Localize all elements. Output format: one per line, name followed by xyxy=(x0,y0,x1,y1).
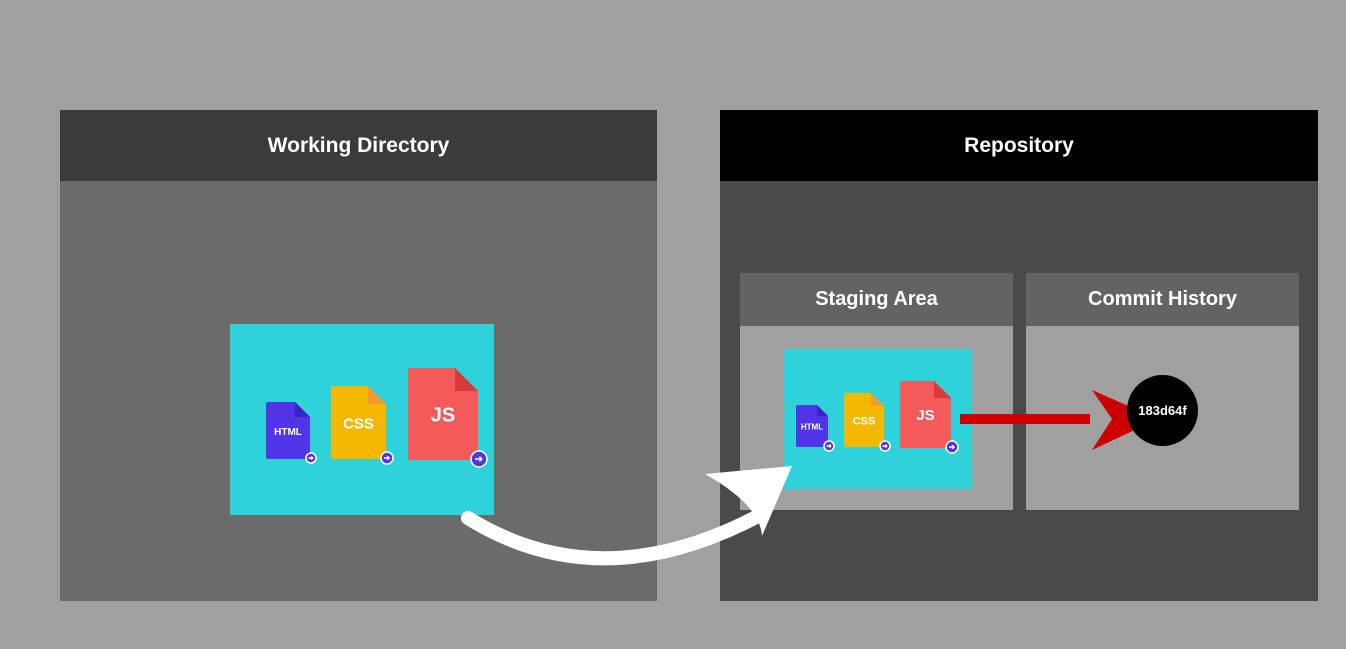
working-files-group: HTML CSS JS xyxy=(230,324,494,515)
file-css-label: CSS xyxy=(853,415,876,427)
working-directory-title: Working Directory xyxy=(60,110,657,181)
move-badge-icon xyxy=(879,440,891,452)
staging-area-title: Staging Area xyxy=(740,273,1013,326)
file-js-label: JS xyxy=(431,404,455,426)
move-badge-icon xyxy=(305,452,317,464)
file-css-icon: CSS xyxy=(331,386,394,465)
file-js-icon: JS xyxy=(408,368,488,468)
file-js-label: JS xyxy=(916,407,934,424)
file-css-icon: CSS xyxy=(844,393,891,452)
staged-files-group: HTML CSS JS xyxy=(784,349,972,489)
file-css-label: CSS xyxy=(343,415,374,432)
file-html-icon: HTML xyxy=(796,405,835,452)
move-badge-icon xyxy=(823,440,835,452)
move-badge-icon xyxy=(470,450,488,468)
repository-title: Repository xyxy=(720,110,1318,181)
move-badge-icon xyxy=(380,451,394,465)
file-html-icon: HTML xyxy=(266,402,317,464)
move-badge-icon xyxy=(945,440,959,454)
file-html-label: HTML xyxy=(274,427,302,438)
file-html-label: HTML xyxy=(801,422,823,431)
commit-history-title: Commit History xyxy=(1026,273,1299,326)
commit-node: 183d64f xyxy=(1127,375,1198,446)
file-js-icon: JS xyxy=(900,381,959,454)
